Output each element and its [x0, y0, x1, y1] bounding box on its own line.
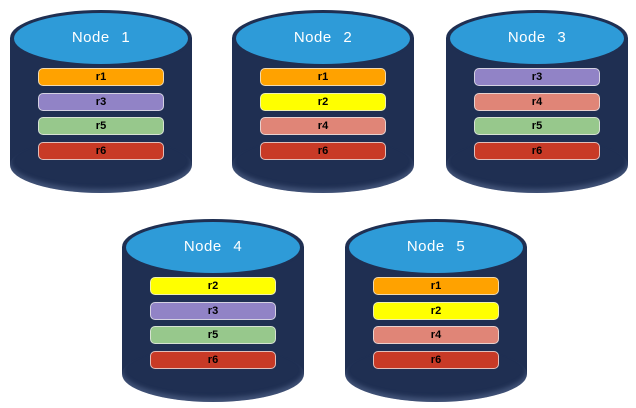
replica-bar-r4: r4: [474, 92, 600, 111]
node-cylinder-2: Node 2 r1 r2 r4 r6: [232, 10, 414, 193]
cylinder-top-ellipse: Node 5: [349, 222, 523, 273]
cylinder-top-ellipse: Node 1: [14, 13, 188, 64]
replica-bar-r3: r3: [38, 92, 164, 111]
replica-list: r1 r2 r4 r6: [232, 68, 414, 160]
replica-bar-r6: r6: [373, 350, 499, 369]
cylinder-top-ellipse: Node 2: [236, 13, 410, 64]
replica-bar-r6: r6: [150, 350, 276, 369]
node-title: Node 5: [406, 238, 466, 255]
replica-bar-r1: r1: [373, 277, 499, 295]
cylinder-top-ellipse: Node 3: [450, 13, 624, 64]
replica-bar-r4: r4: [373, 326, 499, 344]
replica-bar-r1: r1: [260, 68, 386, 86]
replica-bar-r5: r5: [474, 117, 600, 135]
replica-bar-r2: r2: [260, 92, 386, 111]
node-title: Node 2: [293, 29, 353, 46]
replica-bar-r2: r2: [150, 277, 276, 295]
node-cylinder-5: Node 5 r1 r2 r4 r6: [345, 219, 527, 402]
node-title: Node 4: [183, 238, 243, 255]
replica-list: r3 r4 r5 r6: [446, 68, 628, 160]
replica-list: r1 r3 r5 r6: [10, 68, 192, 160]
replica-bar-r6: r6: [260, 141, 386, 160]
replica-bar-r3: r3: [150, 301, 276, 320]
node-cylinder-4: Node 4 r2 r3 r5 r6: [122, 219, 304, 402]
replica-bar-r6: r6: [474, 141, 600, 160]
replica-bar-r4: r4: [260, 117, 386, 135]
replica-bar-r2: r2: [373, 301, 499, 320]
node-cylinder-3: Node 3 r3 r4 r5 r6: [446, 10, 628, 193]
node-title: Node 1: [71, 29, 131, 46]
replica-bar-r5: r5: [150, 326, 276, 344]
cylinder-top-ellipse: Node 4: [126, 222, 300, 273]
node-cylinder-1: Node 1 r1 r3 r5 r6: [10, 10, 192, 193]
replica-list: r2 r3 r5 r6: [122, 277, 304, 369]
node-title: Node 3: [507, 29, 567, 46]
replica-bar-r5: r5: [38, 117, 164, 135]
replica-bar-r6: r6: [38, 141, 164, 160]
replica-list: r1 r2 r4 r6: [345, 277, 527, 369]
replica-bar-r1: r1: [38, 68, 164, 86]
replica-bar-r3: r3: [474, 68, 600, 86]
